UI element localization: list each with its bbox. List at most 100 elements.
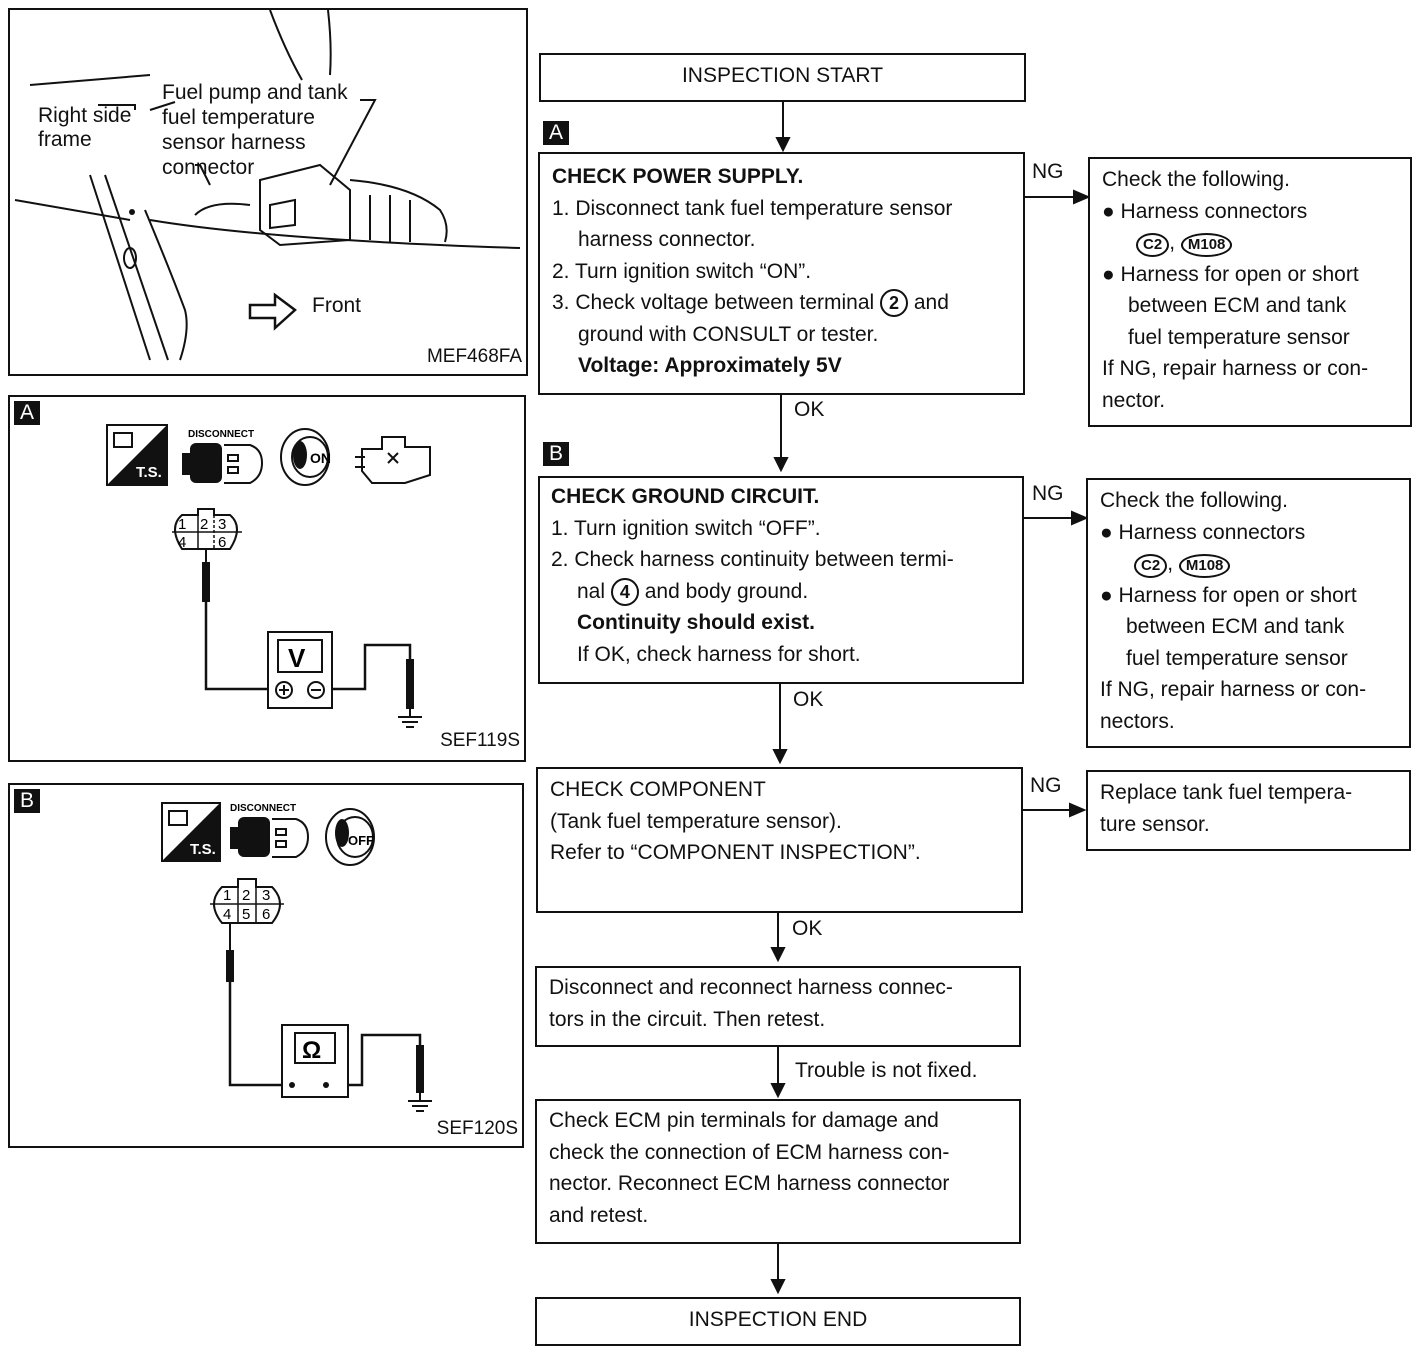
step-line: Check ECM pin terminals for damage and — [549, 1109, 939, 1132]
ng-text: Harness connectors — [1118, 520, 1306, 544]
ng-label: NG — [1030, 774, 1062, 797]
label-harness-connector: Fuel pump and tank fuel temperature sens… — [162, 80, 348, 180]
pin-label: 4 — [178, 534, 186, 551]
pin-label: 5 — [242, 906, 250, 923]
step-check-component: CHECK COMPONENT (Tank fuel temperature s… — [536, 767, 1023, 913]
step-line: 1. Disconnect tank fuel temperature sens… — [552, 196, 953, 220]
ng-line: fuel temperature sensor — [1126, 646, 1348, 670]
key-label: OFF — [348, 833, 374, 848]
step-line: check the connection of ECM harness con- — [549, 1140, 950, 1164]
pin-label: 3 — [218, 516, 226, 533]
figure-code: SEF120S — [436, 1118, 518, 1139]
ng-action-b: Check the following. ● Harness connector… — [1086, 478, 1411, 748]
step-title: CHECK POWER SUPPLY. — [552, 165, 804, 188]
connector-code: C2 — [1136, 233, 1170, 257]
step-text: 3. Check voltage between terminal — [552, 291, 875, 314]
disconnect-icon: DISCONNECT — [182, 429, 264, 484]
label-line: frame — [38, 128, 92, 151]
ng-line: between ECM and tank — [1128, 294, 1347, 317]
ng-text: Harness connectors — [1120, 199, 1308, 223]
step-check-ground-circuit: CHECK GROUND CIRCUIT. 1. Turn ignition s… — [538, 476, 1024, 684]
ng-text: Harness for open or short — [1118, 583, 1357, 607]
pin-label: 1 — [223, 887, 231, 904]
step-check-ecm: Check ECM pin terminals for damage and c… — [535, 1099, 1021, 1244]
label-line: connector — [162, 156, 255, 179]
step-line: Refer to “COMPONENT INSPECTION”. — [550, 841, 921, 864]
meter-symbol: V — [288, 643, 306, 673]
step-tag-a: A — [543, 121, 569, 145]
terminal-number: 4 — [610, 577, 639, 606]
label-line: fuel temperature — [162, 106, 315, 129]
pin-label: 6 — [218, 534, 226, 551]
ng-line: nectors. — [1100, 709, 1175, 733]
trouble-label: Trouble is not fixed. — [795, 1059, 978, 1082]
ng-line: fuel temperature sensor — [1128, 325, 1350, 349]
ng-line: ture sensor. — [1100, 812, 1210, 836]
step-reconnect-harness: Disconnect and reconnect harness connec-… — [535, 966, 1021, 1047]
ts-icon-text: T.S. — [190, 841, 216, 858]
pin-label: 4 — [223, 906, 231, 923]
step-text: and — [913, 291, 949, 314]
figure-code: SEF119S — [440, 730, 520, 751]
terminal-number: 2 — [880, 289, 909, 317]
label-right-side-frame: Right side frame — [38, 104, 131, 152]
ng-action-a: Check the following. ● Harness connector… — [1088, 157, 1412, 427]
end-label: INSPECTION END — [688, 1308, 868, 1331]
pin-label: 1 — [178, 516, 186, 533]
test-leads — [202, 549, 422, 728]
step-check-power-supply: CHECK POWER SUPPLY. 1. Disconnect tank f… — [538, 152, 1025, 395]
ng-action-c: Replace tank fuel tempera- ture sensor. — [1086, 770, 1411, 851]
ng-line: If NG, repair harness or con- — [1102, 357, 1369, 380]
ignition-on-icon: ON — [280, 428, 331, 486]
step-line: nal 4 and body ground. — [551, 576, 1011, 608]
figure-connector-location: Right side frame Fuel pump and tank fuel… — [8, 8, 528, 376]
harness-connector-diagram: 1 2 3 4 6 — [172, 508, 242, 551]
connector-codes: C2, M108 — [1100, 548, 1397, 580]
start-label: INSPECTION START — [681, 64, 884, 87]
pin-label: 6 — [262, 906, 270, 923]
meter-symbol: Ω — [302, 1037, 321, 1064]
ng-bullet: ● Harness connectors — [1100, 520, 1306, 544]
voltage-check-diagram: T.S. DISCONNECT ON — [106, 424, 431, 728]
figure-code: MEF468FA — [426, 346, 522, 367]
ng-text: Harness for open or short — [1120, 262, 1359, 286]
ng-label: NG — [1032, 160, 1064, 183]
step-line: nector. Reconnect ECM harness connector — [549, 1172, 950, 1195]
separator: , — [1169, 231, 1176, 254]
ng-line: Check the following. — [1100, 489, 1288, 512]
step-line: If OK, check harness for short. — [577, 642, 861, 666]
ts-icon: T.S. — [161, 802, 221, 862]
step-text: and body ground. — [644, 579, 809, 603]
label-line: sensor harness — [162, 131, 306, 154]
ng-line: Check the following. — [1102, 168, 1290, 191]
step-line: CHECK COMPONENT — [550, 778, 766, 801]
engine-off-icon — [355, 436, 431, 484]
step-text: nal — [577, 579, 606, 603]
connector-codes: C2, M108 — [1102, 227, 1398, 259]
inspection-end: INSPECTION END — [535, 1297, 1021, 1346]
ts-icon-text: T.S. — [136, 464, 162, 481]
ng-line: between ECM and tank — [1126, 615, 1345, 638]
label-line: Fuel pump and tank — [162, 81, 348, 104]
step-line: and retest. — [549, 1203, 649, 1227]
step-spec: Voltage: Approximately 5V — [578, 354, 842, 377]
step-title: CHECK GROUND CIRCUIT. — [551, 485, 820, 508]
separator: , — [1167, 552, 1174, 575]
step-spec: Continuity should exist. — [577, 611, 816, 634]
disconnect-icon-text: DISCONNECT — [230, 803, 296, 814]
connector-code: M108 — [1180, 233, 1233, 257]
step-line: (Tank fuel temperature sensor). — [550, 809, 842, 833]
ng-bullet: ● Harness for open or short — [1102, 262, 1359, 286]
step-line: Disconnect and reconnect harness connec- — [549, 976, 953, 999]
ohmmeter: Ω — [281, 1024, 349, 1098]
figure-a-voltage-check: A T.S. DISCONNECT ON — [8, 395, 526, 762]
ng-bullet: ● Harness for open or short — [1100, 583, 1357, 607]
step-tag-b: B — [543, 442, 569, 466]
disconnect-icon: DISCONNECT — [230, 803, 310, 858]
label-line: Right side — [38, 104, 132, 127]
step-line: 2. Check harness continuity between term… — [551, 548, 954, 571]
ng-label: NG — [1032, 482, 1064, 505]
key-label: ON — [310, 450, 331, 466]
ng-line: If NG, repair harness or con- — [1100, 678, 1367, 701]
